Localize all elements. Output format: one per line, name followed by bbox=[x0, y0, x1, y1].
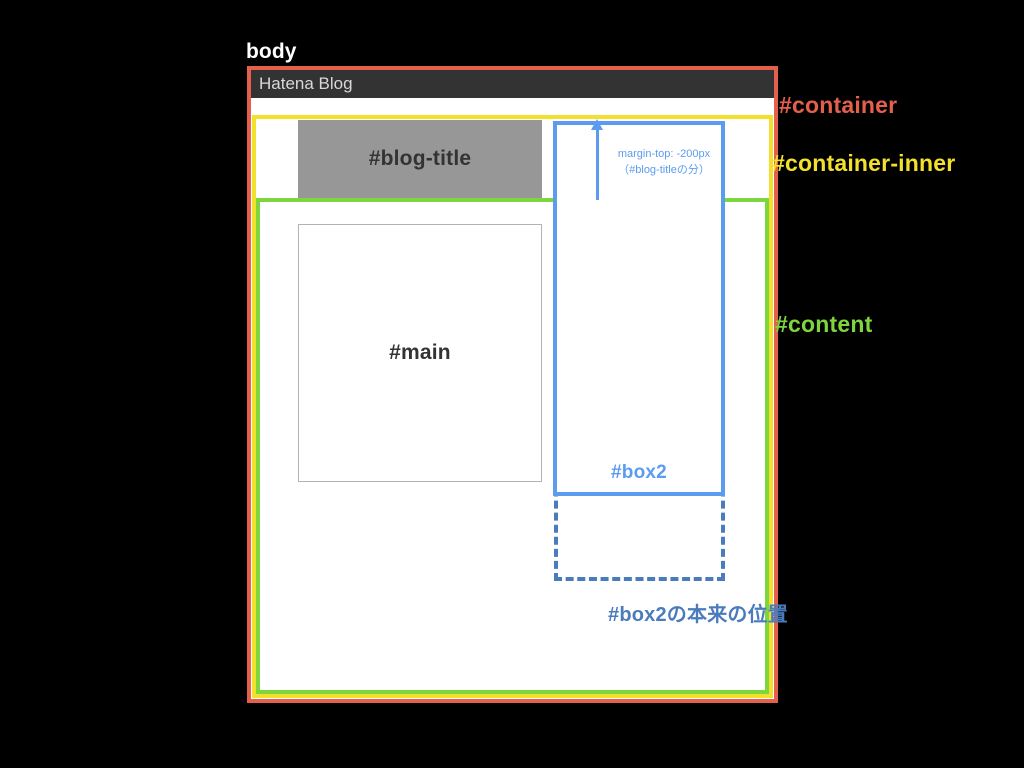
margin-top-value: margin-top: -200px bbox=[617, 148, 711, 160]
margin-top-annotation: margin-top: -200px （#blog-titleの分） bbox=[604, 146, 724, 178]
box2-box: #box2 bbox=[553, 121, 725, 496]
global-header-title: Hatena Blog bbox=[259, 74, 353, 93]
main-box: #main bbox=[298, 224, 542, 482]
blog-title-box: #blog-title bbox=[298, 120, 542, 198]
global-header-bar: Hatena Blog bbox=[251, 70, 774, 98]
main-label: #main bbox=[389, 341, 451, 364]
body-label: body bbox=[246, 40, 297, 63]
box2-original-position-caption: #box2の本来の位置 bbox=[608, 604, 789, 626]
container-selector-label: #container bbox=[779, 92, 898, 118]
margin-top-reason: （#blog-titleの分） bbox=[618, 164, 710, 176]
container-inner-box bbox=[252, 115, 773, 698]
margin-arrow-line bbox=[596, 122, 599, 200]
box2-label: #box2 bbox=[611, 462, 667, 483]
container-inner-selector-label: #container-inner bbox=[772, 150, 956, 176]
content-selector-label: #content bbox=[775, 311, 873, 337]
content-box bbox=[256, 198, 769, 694]
blog-title-label: #blog-title bbox=[368, 147, 472, 170]
